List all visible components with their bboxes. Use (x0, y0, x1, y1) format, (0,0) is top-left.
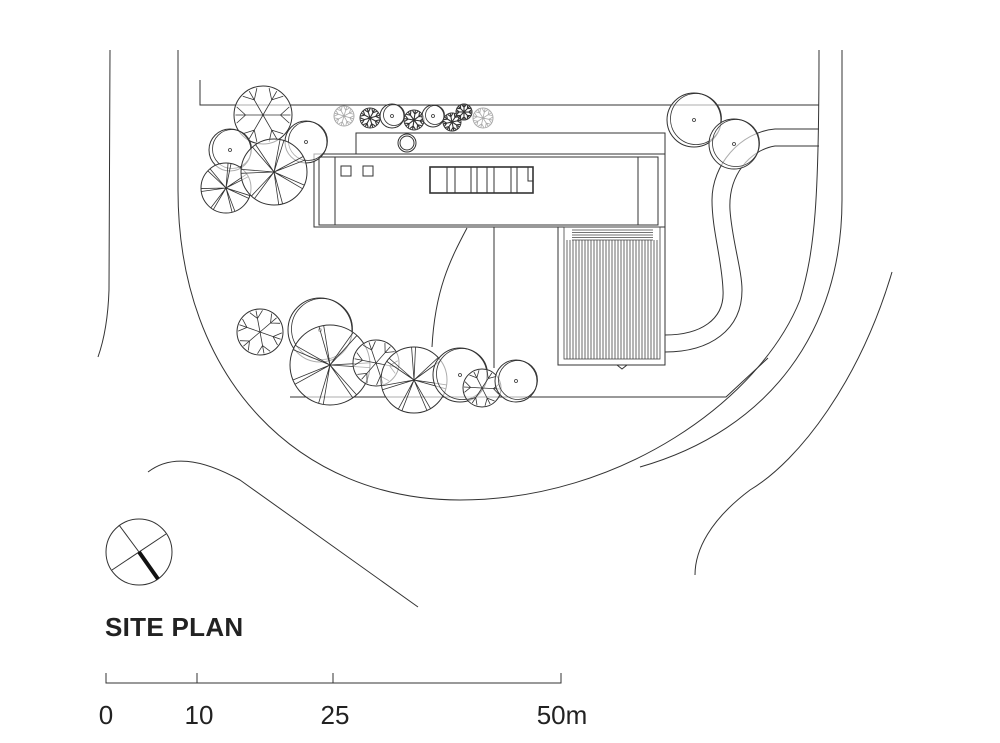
shrub-icon (403, 109, 425, 131)
scale-label-0: 0 (98, 700, 114, 730)
tree-icon (380, 346, 448, 414)
house-building (313, 133, 666, 228)
north-arrow-compass (105, 518, 173, 586)
tree-icon (236, 308, 284, 356)
shrub-icon (333, 105, 355, 127)
road-edge-inner-curve (177, 49, 820, 501)
tree-icon (379, 103, 405, 129)
shrub-icon (455, 103, 473, 121)
tree-icon (421, 104, 445, 128)
road-edge-far-right (694, 271, 893, 576)
road-edge-outer-right (639, 50, 843, 468)
tree-icon (240, 138, 308, 206)
driveway-edge-inner (664, 145, 819, 353)
scale-bar (105, 673, 562, 684)
shrub-icon (359, 107, 381, 129)
shrub-icon (472, 107, 494, 129)
skylight-small (340, 165, 352, 177)
roof-skylight-strip (429, 166, 534, 194)
tree-icon (666, 92, 722, 148)
site-boundary (199, 80, 819, 106)
road-edge-left (97, 49, 111, 358)
tree-icon (494, 359, 538, 403)
tree-icon (233, 85, 293, 145)
scale-label-50m: 50m (536, 700, 588, 730)
scale-label-10: 10 (184, 700, 214, 730)
road-edge-bottom-left (147, 460, 419, 608)
tree-icon (200, 162, 252, 214)
garden-path (431, 227, 468, 348)
tree-icon (462, 368, 502, 408)
round-feature (397, 133, 417, 153)
tree-icon (708, 118, 760, 170)
skylight-small (362, 165, 374, 177)
shrub-icon (442, 112, 462, 132)
drawing-title: SITE PLAN (105, 612, 244, 642)
scale-label-25: 25 (320, 700, 350, 730)
wooden-deck (557, 226, 666, 370)
